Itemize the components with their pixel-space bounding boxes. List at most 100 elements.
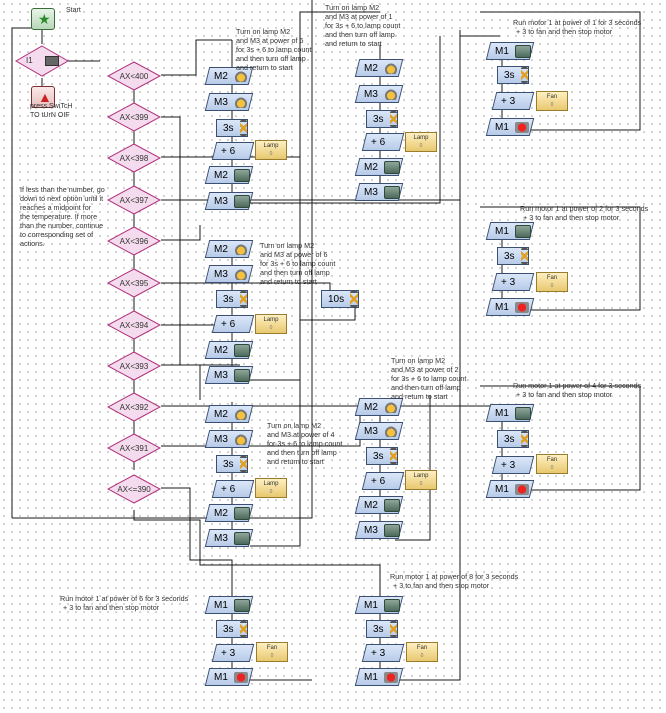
lamp-icon xyxy=(233,268,248,280)
condition-ax-397[interactable]: AX<397 xyxy=(107,185,161,215)
motor-m3-block[interactable]: M3 xyxy=(204,192,254,210)
motor-m1-on-block[interactable]: M1 xyxy=(354,596,404,614)
motor-m1-stop-block[interactable]: M1 xyxy=(354,668,404,686)
condition-ax-395[interactable]: AX<395 xyxy=(107,268,161,298)
condition-ax-394[interactable]: AX<394 xyxy=(107,310,161,340)
motor-m1-stop-block[interactable]: M1 xyxy=(485,480,535,498)
lamp-counter-plus6[interactable]: + 6 xyxy=(211,315,255,333)
fan-counter-plus3[interactable]: + 3 xyxy=(211,644,255,662)
stop-block[interactable]: ▲ xyxy=(31,86,55,108)
input-i1-diamond[interactable]: I1 xyxy=(15,45,69,77)
stop-figure-icon: ▲ xyxy=(38,89,52,105)
fan-counter-plus3[interactable]: + 3 xyxy=(361,644,405,662)
lamp-off-icon xyxy=(233,343,250,357)
motor-m1-stop-block[interactable]: M1 xyxy=(485,118,535,136)
wait-10s-block[interactable]: 10s xyxy=(321,290,359,308)
lamp-m3-block[interactable]: M3 xyxy=(354,422,404,440)
motor-m2-block[interactable]: M2 xyxy=(204,504,254,522)
hourglass-icon xyxy=(389,448,397,464)
motor-m1-on-block[interactable]: M1 xyxy=(204,596,254,614)
wait-3s-block[interactable]: 3s xyxy=(216,455,248,473)
motor-m2-block[interactable]: M2 xyxy=(204,341,254,359)
motor-stop-icon xyxy=(514,301,529,313)
condition-ax-400[interactable]: AX<400 xyxy=(107,61,161,91)
motor-m1-on-block[interactable]: M1 xyxy=(485,222,535,240)
switch-icon xyxy=(45,56,59,66)
lamp-icon xyxy=(383,62,398,74)
wait-3s-block[interactable]: 3s xyxy=(366,110,398,128)
lamp-off-icon xyxy=(383,498,400,512)
wait-3s-block[interactable]: 3s xyxy=(216,119,248,137)
lamp-off-icon xyxy=(233,531,250,545)
comment-motor-power-4: Run motor 1 at power of 4 for 3 seconds+… xyxy=(513,381,642,399)
wait-3s-block[interactable]: 3s xyxy=(497,247,529,265)
motor-icon xyxy=(514,224,531,238)
lamp-counter-plus6[interactable]: + 6 xyxy=(211,480,255,498)
lamp-m2-block[interactable]: M2 xyxy=(354,59,404,77)
motor-icon xyxy=(514,44,531,58)
lamp-m3-block[interactable]: M3 xyxy=(204,265,254,283)
lamp-icon xyxy=(233,96,248,108)
lamp-counter-plus6[interactable]: + 6 xyxy=(361,133,405,151)
lamp-icon xyxy=(383,425,398,437)
fan-counter-plus3[interactable]: + 3 xyxy=(491,273,535,291)
condition-ax-393[interactable]: AX<393 xyxy=(107,351,161,381)
hourglass-icon xyxy=(389,621,397,637)
wait-3s-block[interactable]: 3s xyxy=(366,447,398,465)
motor-m3-block[interactable]: M3 xyxy=(204,529,254,547)
hourglass-icon xyxy=(239,621,247,637)
motor-m2-block[interactable]: M2 xyxy=(354,158,404,176)
wait-3s-block[interactable]: 3s xyxy=(497,430,529,448)
lamp-counter-plus6[interactable]: + 6 xyxy=(211,142,255,160)
motor-m1-stop-block[interactable]: M1 xyxy=(204,668,254,686)
motor-stop-icon xyxy=(514,121,529,133)
lamp-off-icon xyxy=(233,168,250,182)
motor-icon xyxy=(514,406,531,420)
wait-3s-block[interactable]: 3s xyxy=(216,620,248,638)
comment-motor-power-2: Run motor 1 at power of 2 for 3 seconds+… xyxy=(520,204,649,222)
motor-m3-block[interactable]: M3 xyxy=(354,521,404,539)
condition-ax-392[interactable]: AX<392 xyxy=(107,392,161,422)
fan-counter-plus3[interactable]: + 3 xyxy=(491,92,535,110)
comment-motor-power-6: Run motor 1 at power of 6 for 3 seconds+… xyxy=(60,594,189,612)
lamp-counter-plus6[interactable]: + 6 xyxy=(361,472,405,490)
wait-3s-block[interactable]: 3s xyxy=(497,66,529,84)
lamp-m2-block[interactable]: M2 xyxy=(204,405,254,423)
lamp-off-icon xyxy=(233,194,250,208)
lamp-off-icon xyxy=(383,523,400,537)
start-label: Start xyxy=(66,7,81,14)
motor-m1-stop-block[interactable]: M1 xyxy=(485,298,535,316)
hourglass-icon xyxy=(520,431,528,447)
wait-3s-block[interactable]: 3s xyxy=(366,620,398,638)
condition-ax-396[interactable]: AX<396 xyxy=(107,226,161,256)
motor-m2-block[interactable]: M2 xyxy=(204,166,254,184)
condition-ax-391[interactable]: AX<391 xyxy=(107,433,161,463)
lamp-m2-block[interactable]: M2 xyxy=(204,240,254,258)
motor-icon xyxy=(383,598,400,612)
motor-m1-on-block[interactable]: M1 xyxy=(485,42,535,60)
lamp-m3-block[interactable]: M3 xyxy=(204,430,254,448)
motor-m3-block[interactable]: M3 xyxy=(354,183,404,201)
motor-m1-on-block[interactable]: M1 xyxy=(485,404,535,422)
wait-3s-block[interactable]: 3s xyxy=(216,290,248,308)
lamp-m3-block[interactable]: M3 xyxy=(354,85,404,103)
condition-ax-398[interactable]: AX<398 xyxy=(107,143,161,173)
condition-ax-le-390[interactable]: AX<=390 xyxy=(107,474,161,504)
lamp-m3-block[interactable]: M3 xyxy=(204,93,254,111)
lamp-icon xyxy=(233,70,248,82)
fan-counter-plus3[interactable]: + 3 xyxy=(491,456,535,474)
motor-m3-block[interactable]: M3 xyxy=(204,366,254,384)
condition-ax-399[interactable]: AX<399 xyxy=(107,102,161,132)
lamp-icon xyxy=(383,88,398,100)
start-block[interactable]: ★ xyxy=(31,8,55,30)
motor-m2-block[interactable]: M2 xyxy=(354,496,404,514)
